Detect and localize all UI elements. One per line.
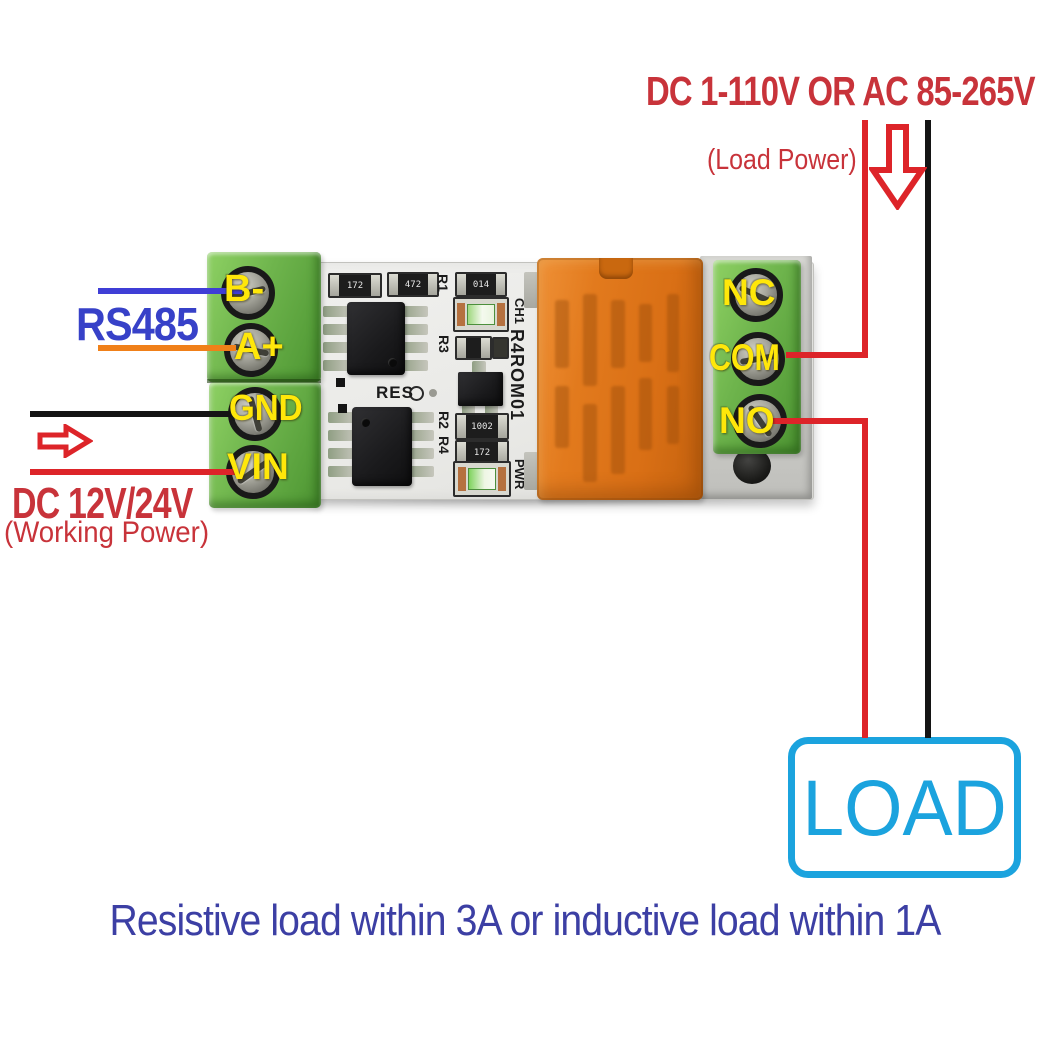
silkscreen-res: RES xyxy=(376,383,414,402)
sot23-transistor xyxy=(458,372,503,406)
wire-rs485-a xyxy=(98,345,236,351)
load-power-sublabel: (Load Power) xyxy=(707,144,857,176)
silkscreen-ch1: CH1 xyxy=(512,298,527,325)
smd-marking: 172 xyxy=(466,442,498,463)
smd-part xyxy=(336,378,345,387)
load-label: LOAD xyxy=(802,763,1007,852)
pwr-led xyxy=(453,461,511,497)
terminal-label-com: COM xyxy=(709,337,780,378)
relay-clip xyxy=(524,452,538,490)
smd-resistor: 472 xyxy=(387,272,439,297)
wire-rs485-b xyxy=(98,288,242,294)
via-pad xyxy=(409,386,424,401)
smd-marking: 472 xyxy=(398,274,428,295)
rs485-label: RS485 xyxy=(76,298,199,350)
terminal-label-no: NO xyxy=(719,400,775,441)
wire-no-vertical xyxy=(862,418,868,738)
smd-resistor: 172 xyxy=(455,440,509,465)
terminal-label-b-minus: B- xyxy=(224,268,265,310)
relay xyxy=(537,258,703,500)
ch1-led xyxy=(453,297,509,332)
relay-clip xyxy=(524,272,538,308)
screw-nc xyxy=(729,268,783,322)
via-pad xyxy=(429,389,437,397)
terminal-block-seam xyxy=(207,379,321,383)
smd-marking: 172 xyxy=(339,275,371,296)
smd-marking: 014 xyxy=(466,274,496,295)
down-arrow-icon xyxy=(869,124,927,210)
wire-load-neutral xyxy=(925,120,931,738)
terminal-label-a-plus: A+ xyxy=(234,326,284,368)
soic8-ic-top xyxy=(347,302,405,375)
wire-com-horizontal xyxy=(786,352,868,358)
smd-part xyxy=(338,404,347,413)
caption: Resistive load within 3A or inductive lo… xyxy=(109,896,942,945)
mount-hole xyxy=(733,448,771,484)
silkscreen-r4: R4 xyxy=(436,436,452,454)
smd-resistor: 172 xyxy=(328,273,382,298)
smd-resistor: 014 xyxy=(455,272,507,297)
relay-notch xyxy=(599,258,633,279)
smd-resistor: 1002 xyxy=(455,413,509,440)
smd-capacitor xyxy=(492,337,509,359)
silkscreen-pwr: PWR xyxy=(512,459,527,490)
screw-com xyxy=(731,332,785,386)
smd-marking: 1002 xyxy=(466,415,498,438)
wire-load-power-vertical xyxy=(862,120,868,358)
silkscreen-r2: R2 xyxy=(436,411,452,429)
working-power-voltage-label: DC 12V/24V xyxy=(12,479,193,528)
working-power-sublabel: (Working Power) xyxy=(4,516,210,549)
terminal-label-nc: NC xyxy=(722,272,776,313)
terminal-label-gnd: GND xyxy=(229,387,303,428)
smd-resistor xyxy=(455,336,492,360)
load-box: LOAD xyxy=(788,737,1021,878)
load-power-voltage-label: DC 1-110V OR AC 85-265V xyxy=(646,68,1036,114)
wire-no-horizontal xyxy=(770,418,868,424)
silkscreen-r1: R1 xyxy=(435,274,451,292)
silkscreen-r3: R3 xyxy=(436,335,452,353)
right-arrow-icon xyxy=(37,424,93,458)
silkscreen-model: R4ROM01 xyxy=(507,329,527,422)
soic8-ic-bottom xyxy=(352,407,412,486)
terminal-label-vin: VIN xyxy=(227,446,289,487)
wire-vin xyxy=(30,469,236,475)
wire-gnd xyxy=(30,411,236,417)
